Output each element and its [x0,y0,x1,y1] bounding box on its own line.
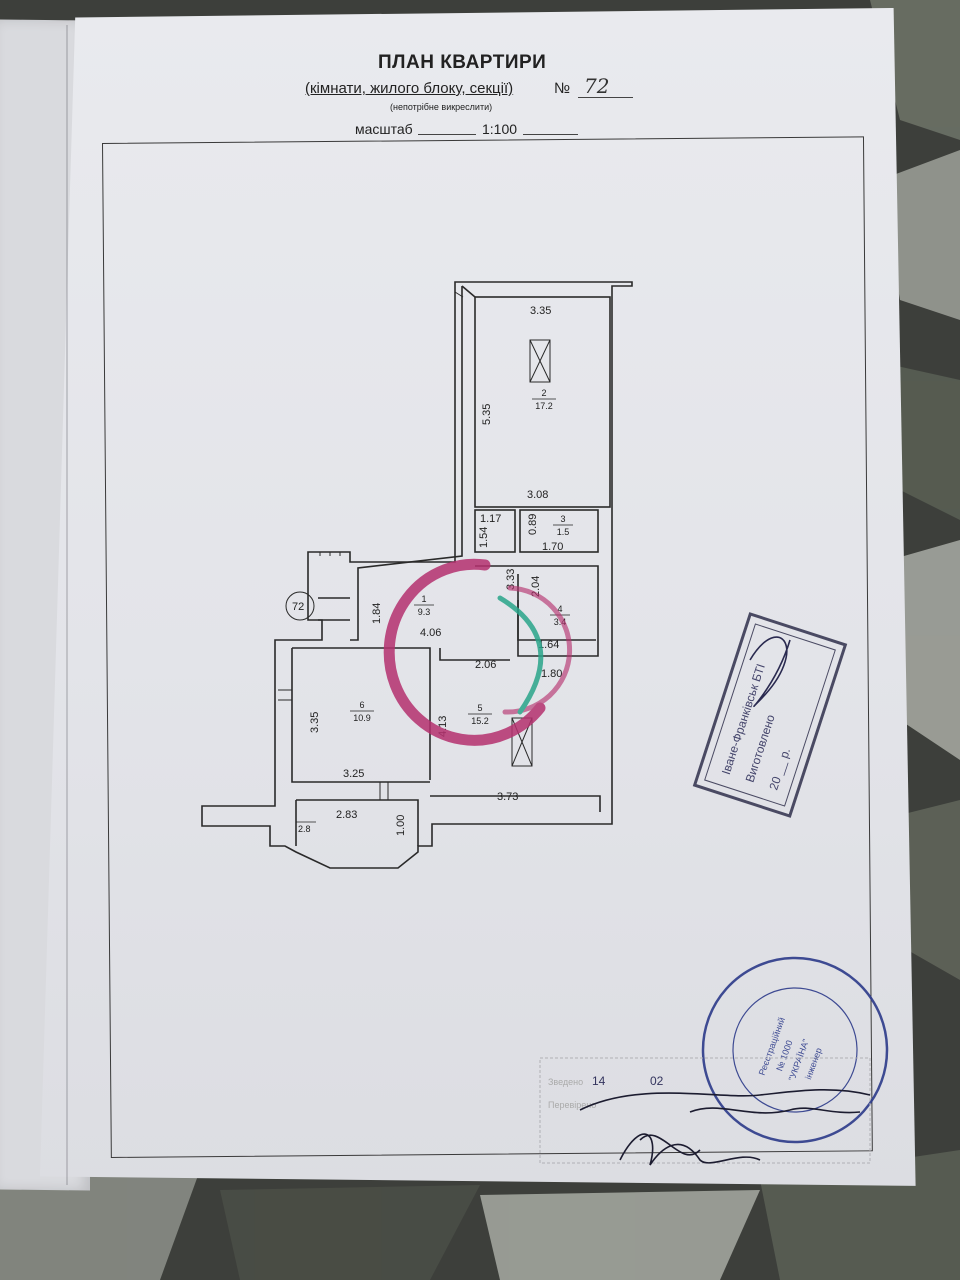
balcony-area: 2.8 [298,824,311,834]
dim-206: 2.06 [475,659,496,671]
room-area: 15.2 [471,716,489,726]
dim-room6-height: 3.35 [309,712,321,733]
apartment-tag: 72 [285,591,315,621]
room-labels: 2 17.2 3 1.5 1 9.3 4 3.4 5 15.2 6 10.9 2… [296,388,573,834]
dim-406: 4.06 [420,627,441,639]
room-number: 6 [359,700,364,710]
apartment-number-handwritten: 72 [584,74,610,98]
registration-label: Перевірено [548,1100,596,1110]
stamp-signature [749,636,791,707]
dim-170: 1.70 [542,541,563,553]
dim-corridor-width: 3.08 [527,489,548,501]
document-title: ПЛАН КВАРТИРИ [378,52,547,73]
dim-333: 3.33 [505,569,517,590]
room-area: 9.3 [418,607,431,617]
room-number: 3 [560,514,565,524]
dim-room5-width: 3.73 [497,791,518,803]
dim-balcony-depth: 1.00 [395,815,407,836]
registration-day: 14 [592,1074,606,1088]
room2-radiator-symbol [529,339,551,383]
strike-out-note: (непотрібне викреслити) [390,102,493,112]
dim-117: 1.17 [480,513,501,525]
watermark-logo [383,558,572,746]
number-underline [578,97,633,98]
dim-154: 1.54 [478,527,490,548]
registration-box: Зведено 14 02 Перевірено [539,1057,871,1164]
room-area: 1.5 [557,527,570,537]
room-area: 3.4 [554,617,567,627]
document-paper [40,8,916,1186]
room-number: 5 [477,703,482,713]
scale-value: 1:100 [482,121,518,137]
number-label: № [554,80,571,97]
apartment-tag-number: 72 [292,601,304,613]
registration-month: 02 [650,1074,664,1088]
dim-room6-width: 3.25 [343,768,364,780]
dim-184: 1.84 [371,603,383,624]
rectangular-stamp: Іване-Франківськ БТІ Виготовлено 20 __ р… [692,612,848,818]
dim-180: 1.80 [541,668,562,680]
registration-label: Зведено [548,1077,583,1087]
scale-underline-right [523,134,578,135]
scale-underline-left [418,134,476,135]
room-area: 10.9 [353,713,371,723]
dim-089: 0.89 [527,514,539,535]
room-number: 2 [541,388,546,398]
room-number: 4 [557,604,562,614]
paper-fold-line [66,25,68,1185]
plan-walls [201,281,633,869]
round-stamp: Реєстраційний № 1000 "УКРАЇНА" інженер [701,956,889,1144]
stamp-line: 20 __ р. [766,746,793,792]
room-number: 1 [421,594,426,604]
handwritten-signatures [579,1089,871,1166]
document-subtitle: (кімнати, жилого блоку, секції) [305,80,514,97]
window-markers [278,291,464,800]
dim-164: 1.64 [538,639,559,651]
scale-label: масштаб [355,121,413,137]
dim-balcony-width: 2.83 [336,809,357,821]
dim-room2-length: 5.35 [481,404,493,425]
room-area: 17.2 [535,401,553,411]
dim-room2-width: 3.35 [530,305,551,317]
